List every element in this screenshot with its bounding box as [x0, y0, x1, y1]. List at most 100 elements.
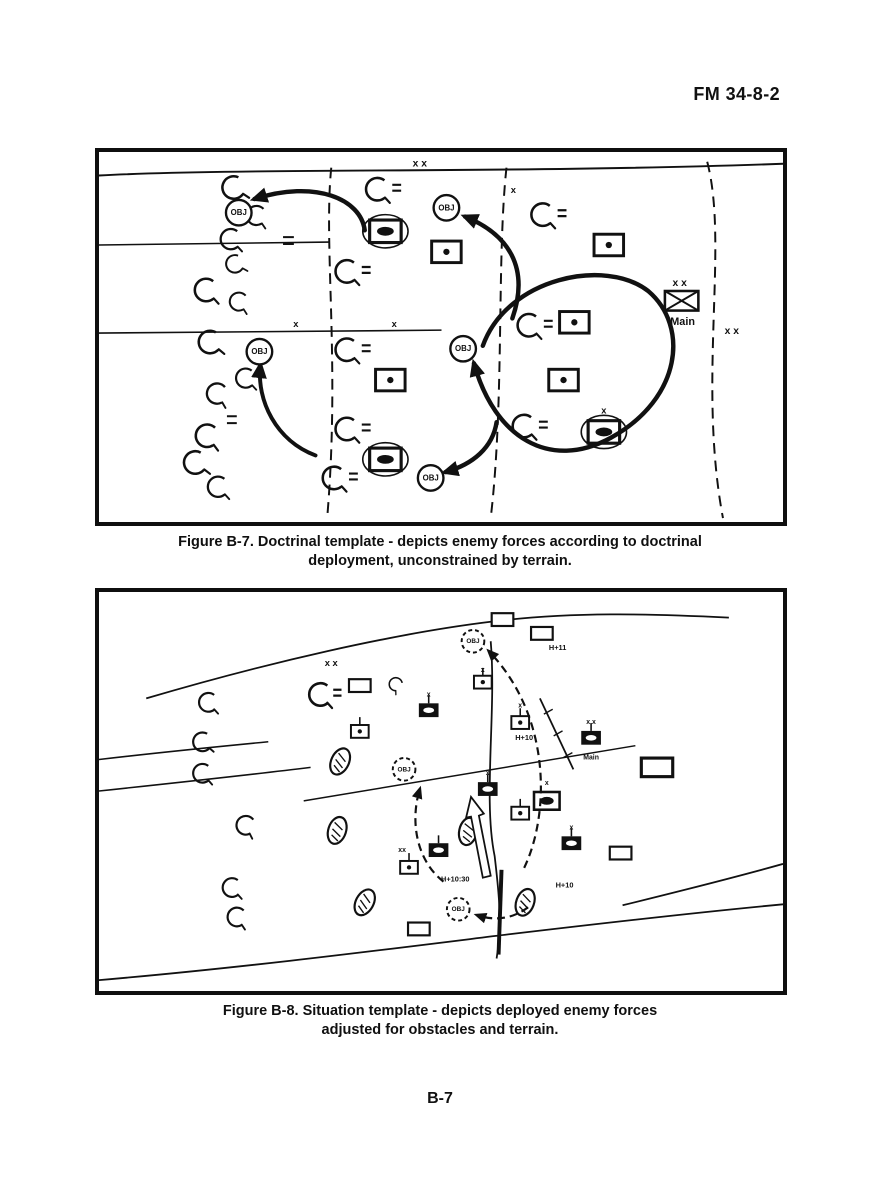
enemy-arc-symbol — [221, 877, 243, 900]
boundary-echelon-label: x x — [325, 658, 339, 668]
objective-label: OBJ — [398, 766, 412, 773]
dashed-attack-arrow — [486, 648, 542, 869]
figure-b8-caption: Figure B-8. Situation template - depicts… — [0, 1002, 880, 1040]
enemy-company-symbol — [336, 418, 371, 443]
obstacle-blobs — [323, 744, 540, 920]
echelon-label: x — [518, 702, 522, 709]
main-cp-label: Main — [583, 754, 599, 761]
terrain-line — [99, 766, 311, 792]
cp-echelon-label: x x — [672, 278, 687, 289]
objective-label: OBJ — [231, 208, 247, 217]
enemy-armor-symbol — [418, 694, 440, 718]
enemy-arc-symbol — [192, 762, 214, 786]
enemy-armor-unit — [361, 441, 409, 477]
phase-line-left — [326, 167, 334, 517]
dashed-attack-arrow — [411, 785, 445, 883]
figure-b7-diagram: x x Main OBJ OBJ — [99, 159, 783, 519]
enemy-arc-symbol — [180, 447, 212, 480]
enemy-arc-symbol — [203, 380, 232, 410]
time-label: H+10:30 — [441, 875, 469, 884]
time-label: H+10 — [515, 733, 533, 742]
phase-line-center — [489, 167, 508, 519]
enemy-arc-symbol — [206, 475, 231, 501]
figure-b8-caption-line2: adjusted for obstacles and terrain. — [321, 1022, 559, 1039]
dashed-attack-arrow — [473, 906, 529, 924]
enemy-arc-symbol — [222, 251, 249, 278]
echelon-marks: x x x x x x x x — [293, 159, 739, 416]
objective-symbol: OBJ — [460, 628, 486, 654]
enemy-armor-symbol — [580, 722, 602, 746]
echelon-label: x — [486, 770, 490, 777]
sector-line-1-echelon — [283, 236, 294, 245]
enemy-armor-symbol — [427, 834, 450, 858]
terrain-line — [99, 740, 269, 761]
enemy-arc-symbol — [226, 290, 252, 316]
enemy-arc-symbol — [219, 227, 244, 253]
terrain-lines — [99, 613, 783, 982]
objective-label: OBJ — [423, 473, 439, 482]
objective-symbol: OBJ — [432, 193, 461, 222]
main-attack-arrow — [464, 794, 492, 879]
enemy-company-symbol — [309, 683, 341, 708]
enemy-armor-unit — [580, 414, 628, 450]
terrain-line — [99, 903, 783, 982]
echelon-label: x — [511, 185, 517, 195]
enemy-arc-symbol — [193, 422, 222, 452]
objective-label: OBJ — [438, 203, 454, 212]
echelon-label: x — [545, 780, 549, 787]
echelon-label: xx — [398, 847, 406, 854]
figure-b8-frame: OBJ OBJ OBJ x x x x Main xx H+11 H+10 H+… — [95, 588, 787, 995]
map-boundaries — [99, 161, 783, 519]
enemy-arc-symbol — [225, 905, 249, 931]
echelon-label: x — [481, 667, 485, 674]
enemy-company-symbol — [336, 338, 371, 363]
attack-arrows — [249, 187, 676, 477]
building-symbol — [639, 756, 675, 779]
time-label: H+11 — [549, 643, 566, 652]
echelon-label: x — [427, 691, 431, 698]
enemy-arc-symbol — [234, 367, 258, 391]
enemy-armor-unit — [361, 213, 409, 249]
enemy-unit-symbol — [510, 797, 531, 821]
enemy-arc-symbol — [196, 327, 226, 359]
enemy-company-symbol — [531, 203, 566, 228]
enemy-main-cp: x x Main — [663, 278, 700, 328]
envelopment-arrow — [469, 272, 676, 453]
building-symbol — [347, 678, 372, 694]
artillery-unit-symbol — [592, 232, 626, 258]
artillery-unit-symbol — [547, 367, 580, 393]
enemy-company-symbol — [336, 260, 371, 285]
boundary-echelon-label: x x — [725, 326, 740, 337]
attack-arrow — [251, 360, 318, 458]
coordination-line — [303, 744, 636, 802]
figure-b8-diagram: OBJ OBJ OBJ x x x x Main xx H+11 H+10 H+… — [99, 612, 783, 982]
artillery-unit-symbol — [430, 239, 463, 265]
time-label: H+10 — [556, 881, 574, 890]
sector-line-1 — [99, 241, 330, 246]
page-number: B-7 — [427, 1090, 453, 1107]
obstacle-symbol — [349, 884, 381, 920]
main-cp-label: Main — [670, 316, 695, 328]
objectives: OBJ OBJ OBJ OBJ OBJ — [224, 193, 478, 492]
phase-line-right — [706, 161, 724, 519]
map-labels: x x x x Main xx H+11 H+10 H+10:30 H+10 x… — [325, 643, 599, 889]
building-symbol — [490, 612, 515, 628]
enemy-arc-symbol — [193, 277, 220, 305]
objective-symbol: OBJ — [449, 334, 478, 363]
building-symbol — [406, 921, 431, 937]
obstacle-ticks — [543, 708, 573, 759]
enemy-armor-unit — [532, 790, 561, 812]
objective-symbol: OBJ — [245, 337, 274, 366]
building-symbol — [608, 845, 633, 861]
echelon-label: x — [601, 405, 607, 415]
objective-label: OBJ — [452, 906, 466, 913]
echelon-label: x — [569, 824, 573, 831]
echelon-label: x — [392, 319, 398, 329]
enemy-company-symbol — [323, 467, 358, 492]
enemy-unit-symbol — [399, 852, 419, 875]
obstacle-symbol — [323, 813, 351, 848]
artillery-unit-symbol — [374, 367, 407, 393]
figure-b7-frame: x x Main OBJ OBJ — [95, 148, 787, 526]
boundary-line-top — [99, 162, 783, 177]
objective-label: OBJ — [455, 344, 471, 353]
